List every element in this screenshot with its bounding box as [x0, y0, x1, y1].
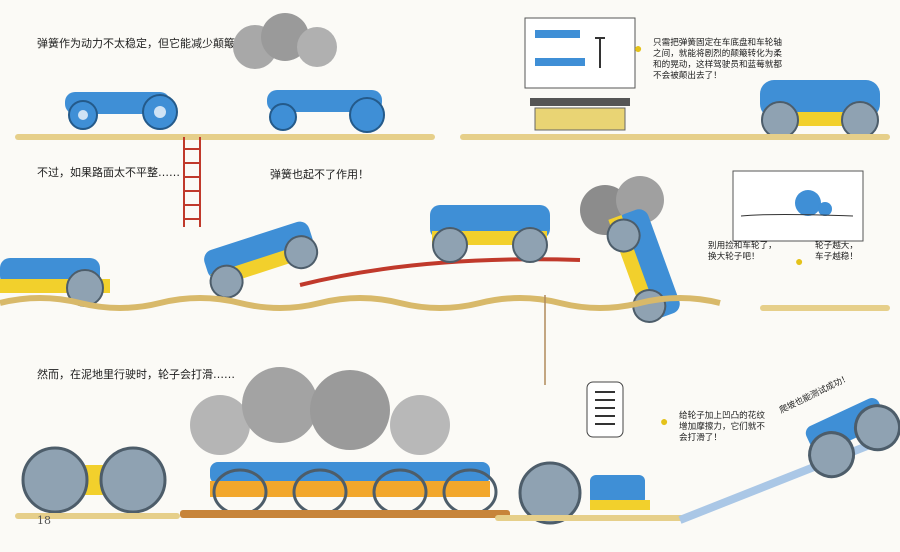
- panel-mud: 然而，在泥地里行驶时，轮子会打滑…… ● 给轮子加上凹凸的花纹 增加摩擦力，它们…: [0, 295, 900, 552]
- panel1-note-line: 不会被颠出去了！: [653, 71, 722, 81]
- rope: [544, 295, 546, 385]
- ladder: [183, 137, 201, 227]
- panel2-caption-2: 弹簧也起不了作用！: [270, 168, 369, 181]
- slope: [678, 431, 897, 524]
- panel2-note-line: 轮子越大，: [815, 241, 858, 251]
- tractor-illustration: [204, 221, 319, 299]
- bumpy-ground: [0, 295, 721, 311]
- panel3-caption: 然而，在泥地里行驶时，轮子会打滑……: [37, 368, 235, 381]
- panel2-note-line: 别用捡和车轮了，: [708, 241, 777, 251]
- panel2-note-line: 车子越稳！: [815, 252, 858, 262]
- tractor-illustration: [0, 258, 110, 307]
- tractor-illustration: [518, 461, 650, 525]
- tractor-illustration: [805, 398, 900, 479]
- tractor-illustration: [21, 446, 167, 514]
- smoke-cloud: [190, 367, 450, 455]
- panel2-caption: 不过，如果路面太不平整……: [37, 166, 180, 179]
- panel2-note-line: 换大轮子吧！: [708, 252, 760, 262]
- panel3-note-line: 给轮子加上凹凸的花纹: [679, 411, 765, 421]
- ground-strip: [15, 513, 180, 519]
- slipping-tractors: [210, 462, 498, 516]
- panel3-note: 给轮子加上凹凸的花纹 增加摩擦力，它们就不 会打滑了！: [679, 411, 765, 444]
- page-number: 18: [37, 514, 51, 527]
- panel1-note-line: 之间，就能将剧烈的颠簸转化为柔: [653, 49, 782, 59]
- ground-strip: [15, 134, 435, 140]
- spring-diagram-board: [524, 17, 636, 89]
- ground-strip: [760, 305, 890, 311]
- panel3-note-line: 会打滑了！: [679, 433, 722, 443]
- panel1-note-line: 只需把弹簧固定在车底盘和车轮轴: [653, 38, 782, 48]
- tractor-illustration: [267, 90, 385, 133]
- panel1-note-line: 和的晃动，这样驾驶员和蓝莓就都: [653, 60, 782, 70]
- tractor-illustration: [760, 80, 880, 139]
- panel3-note-line: 增加摩擦力，它们就不: [679, 422, 765, 432]
- panel-rough-road: 不过，如果路面太不平整…… 弹簧也起不了作用！: [0, 137, 900, 335]
- ground-strip: [460, 134, 890, 140]
- lightbulb-icon: ●: [660, 413, 669, 429]
- panel-springs: 弹簧作为动力不太稳定，但它能减少颠簸。 ● 只需把弹簧固定在车底盘和车轮轴 之间…: [0, 0, 900, 165]
- lightbulb-icon: ●: [795, 253, 804, 269]
- wheel-diagram-board: [732, 170, 864, 242]
- mud-strip: [180, 510, 510, 518]
- tractor-illustration: [430, 205, 550, 263]
- panel2-note: 别用捡和车轮了， 换大轮子吧！: [708, 241, 777, 263]
- tractor-illustration: [606, 209, 680, 324]
- chassis-frame: [530, 98, 630, 131]
- lightbulb-icon: ●: [634, 40, 643, 56]
- tractor-illustration: [65, 92, 178, 130]
- ground-strip: [495, 515, 685, 521]
- smoke-cloud: [233, 13, 337, 69]
- panel1-caption: 弹簧作为动力不太稳定，但它能减少颠簸。: [37, 37, 246, 50]
- panel1-note: 只需把弹簧固定在车底盘和车轮轴 之间，就能将剧烈的颠簸转化为柔 和的晃动，这样驾…: [653, 38, 782, 82]
- tread-bubble: [586, 381, 624, 438]
- panel2-note-2: 轮子越大， 车子越稳！: [815, 241, 858, 263]
